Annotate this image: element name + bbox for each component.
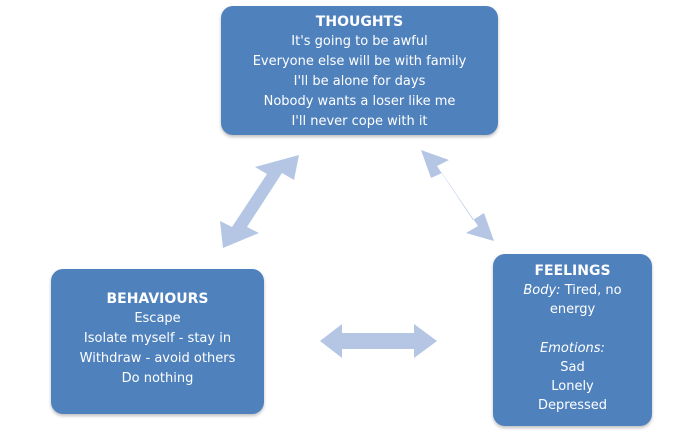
feelings-body-text: Tired, no energy bbox=[549, 283, 622, 317]
double-arrow-behaviours-feelings bbox=[320, 324, 437, 358]
feelings-emotion: Sad bbox=[560, 360, 585, 375]
behaviours-box: BEHAVIOURS Escape Isolate myself - stay … bbox=[51, 269, 264, 414]
behaviours-line: Escape bbox=[134, 311, 181, 326]
behaviours-line: Isolate myself - stay in bbox=[83, 331, 232, 346]
double-arrow-thoughts-behaviours bbox=[220, 155, 299, 248]
feelings-emotion: Depressed bbox=[537, 398, 608, 413]
thoughts-line: I'll never cope with it bbox=[291, 114, 428, 129]
feelings-emotion: Lonely bbox=[551, 379, 594, 394]
feelings-title: FEELINGS bbox=[534, 263, 611, 279]
feelings-emotions-label: Emotions: bbox=[540, 341, 605, 356]
feelings-box: FEELINGS Body: Tired, no energy Emotions… bbox=[493, 254, 652, 426]
spacer bbox=[493, 319, 652, 339]
thoughts-line: Nobody wants a loser like me bbox=[263, 94, 456, 109]
thoughts-line: Everyone else will be with family bbox=[252, 54, 467, 69]
thoughts-box: THOUGHTS It's going to be awful Everyone… bbox=[221, 6, 498, 135]
behaviours-title: BEHAVIOURS bbox=[106, 291, 209, 307]
double-arrow-thoughts-feelings bbox=[421, 150, 494, 241]
thoughts-line: It's going to be awful bbox=[291, 34, 428, 49]
behaviours-line: Do nothing bbox=[121, 371, 194, 386]
feelings-body: Body: Tired, no energy bbox=[493, 281, 652, 319]
behaviours-line: Withdraw - avoid others bbox=[79, 351, 236, 366]
thoughts-title: THOUGHTS bbox=[315, 14, 404, 30]
thoughts-line: I'll be alone for days bbox=[293, 74, 426, 89]
feelings-body-label: Body: bbox=[523, 283, 561, 298]
